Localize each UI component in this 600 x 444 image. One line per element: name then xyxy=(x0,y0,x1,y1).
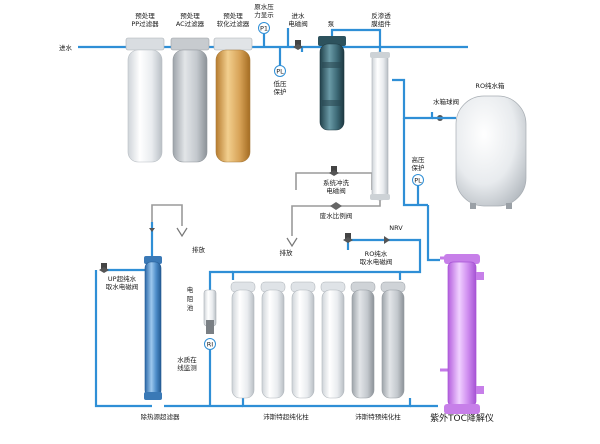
label-softener-2: 软化过滤器 xyxy=(217,19,250,28)
polish-columns xyxy=(230,281,346,399)
label-ro-valve-1: RO纯水 xyxy=(365,249,388,258)
uf-top-valve-icon xyxy=(149,228,155,232)
label-drain-1: 排放 xyxy=(192,245,206,254)
label-pp-filter-1: 预处理 xyxy=(135,11,155,20)
up-return-pipe xyxy=(94,270,152,408)
label-heat-filter: 除热源超滤器 xyxy=(141,412,181,421)
ro-membrane-vessel xyxy=(370,51,390,201)
polish-column-1 xyxy=(230,281,256,399)
label-ro-vessel-2: 膜组件 xyxy=(371,19,391,28)
label-quality-2: 线监测 xyxy=(177,363,197,372)
column-top-manifold xyxy=(231,270,402,280)
heat-source-ultrafilter xyxy=(144,256,162,400)
manifold-riser xyxy=(400,258,422,274)
inlet-valve-icon xyxy=(293,40,303,50)
label-pump: 泵 xyxy=(328,20,335,28)
label-raw-pressure-1: 原水压 xyxy=(254,2,274,11)
label-tank: RO纯水箱 xyxy=(475,81,505,90)
gauge-quality-text: RI xyxy=(207,341,214,349)
label-nrv: NRV xyxy=(389,224,403,232)
drain-line-1 xyxy=(151,204,183,226)
permeate-down-pipe xyxy=(402,118,428,207)
ro-valve-icon xyxy=(343,233,353,243)
label-polish-columns: 沛斯特超纯化柱 xyxy=(263,412,309,421)
gauge-raw-text: P1 xyxy=(260,25,268,33)
column-bottom-manifold xyxy=(241,398,412,408)
label-resistivity-1: 电 xyxy=(187,285,194,294)
gauge-quality: RI xyxy=(204,338,216,350)
label-low-pressure-1: 低压 xyxy=(274,79,288,88)
pre-column-1 xyxy=(350,281,376,399)
label-pre-columns: 沛斯特预纯化柱 xyxy=(355,412,401,421)
label-ac-filter-2: AC过滤器 xyxy=(176,19,205,28)
gauge-high-pressure: PL xyxy=(412,174,424,186)
label-high-pressure-2: 保护 xyxy=(412,163,425,172)
label-ro-vessel-1: 反渗透 xyxy=(371,11,391,20)
label-pp-filter-2: PP过滤器 xyxy=(131,19,159,28)
flush-valve-icon xyxy=(329,166,339,176)
gauge-high-text: PL xyxy=(414,177,422,185)
resistivity-cell xyxy=(203,289,217,334)
label-flush-valve-2: 电磁阀 xyxy=(326,186,346,195)
label-quality-1: 水质在 xyxy=(177,355,197,364)
gauge-low-pressure: PL xyxy=(274,65,286,77)
drain-funnel-2 xyxy=(286,237,298,248)
polish-column-4 xyxy=(320,281,346,399)
label-flush-valve-1: 系统冲洗 xyxy=(323,178,350,187)
label-drain-2: 排放 xyxy=(280,248,294,257)
label-up-valve-2: 取水电磁阀 xyxy=(106,282,139,291)
polish-column-2 xyxy=(260,281,286,399)
cell-link xyxy=(208,270,233,290)
drain-funnel-1 xyxy=(176,227,188,238)
text-labels: 进水 预处理 PP过滤器 预处理 AC过滤器 预处理 软化过滤器 原水压 力显示… xyxy=(59,2,505,424)
ac-filter xyxy=(170,37,210,163)
label-high-pressure-1: 高压 xyxy=(412,155,426,164)
waste-ratio-valve-icon xyxy=(330,202,342,210)
uv-toc-unit xyxy=(444,254,484,414)
up-valve-icon xyxy=(99,263,109,273)
label-softener-1: 预处理 xyxy=(223,11,243,20)
label-ro-valve-2: 取水电磁阀 xyxy=(360,257,393,266)
label-inlet: 进水 xyxy=(59,43,73,52)
label-low-pressure-2: 保护 xyxy=(274,87,287,96)
gauge-low-text: PL xyxy=(276,68,284,76)
label-waste-ratio: 废水比例阀 xyxy=(320,211,353,220)
label-tank-valve: 水箱球阀 xyxy=(433,97,459,106)
label-toc-unit: 紫外TOC降解仪 xyxy=(430,412,494,424)
pre-columns xyxy=(350,281,406,399)
pre-column-2 xyxy=(380,281,406,399)
softener-filter xyxy=(213,37,253,163)
label-inlet-valve-2: 电磁阀 xyxy=(288,19,308,28)
label-ac-filter-1: 预处理 xyxy=(180,11,200,20)
gauge-raw-pressure: P1 xyxy=(258,22,270,34)
pp-filter xyxy=(125,37,165,163)
label-raw-pressure-2: 力显示 xyxy=(254,10,274,19)
label-resistivity-3: 池 xyxy=(187,303,194,312)
ro-water-tank xyxy=(455,95,527,209)
label-up-valve-1: UP超纯水 xyxy=(108,274,137,283)
polish-column-3 xyxy=(290,281,316,399)
nrv-icon xyxy=(384,236,390,244)
label-resistivity-2: 阻 xyxy=(187,294,194,303)
pump xyxy=(318,36,346,131)
to-toc-pipe xyxy=(426,205,440,262)
ro-to-tank-pipe xyxy=(392,78,434,120)
label-inlet-valve-1: 进水 xyxy=(292,11,306,20)
